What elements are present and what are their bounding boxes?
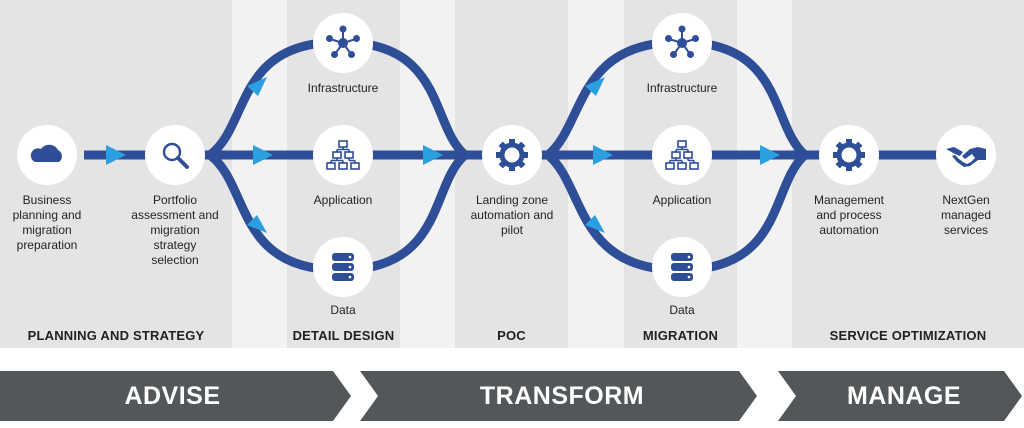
database-icon (332, 253, 354, 281)
chevron-manage (778, 371, 1022, 421)
phase-service-optimization: SERVICE OPTIMIZATION (829, 328, 987, 343)
arrow-loop-1 (247, 77, 267, 96)
phase-migration: MIGRATION (642, 328, 719, 343)
chevron-transform (360, 371, 757, 421)
arrow-main-4 (593, 145, 613, 165)
label-migration-data: Data (669, 303, 695, 317)
label-business-planning: Business planning and migration preparat… (12, 193, 82, 252)
chevron-advise (0, 371, 351, 421)
label-landing-zone: Landing zone automation and pilot (470, 193, 554, 237)
stage-advise-label: ADVISE (124, 381, 221, 410)
label-migration-infrastructure: Infrastructure (646, 81, 718, 95)
arrow-main-1 (106, 145, 126, 165)
stage-chevrons (0, 371, 1022, 421)
arrow-loop-4 (585, 215, 605, 233)
label-portfolio-assessment: Portfolio assessment and migration strat… (131, 193, 219, 267)
arrow-main-5 (760, 145, 780, 165)
phase-poc: POC (497, 328, 526, 343)
phase-planning-and-strategy: PLANNING AND STRATEGY (27, 328, 205, 343)
label-detail-infrastructure: Infrastructure (307, 81, 379, 95)
arrow-main-3 (423, 145, 443, 165)
label-migration-application: Application (652, 193, 712, 207)
arrow-loop-2 (247, 215, 267, 233)
label-nextgen-services: NextGen managed services (940, 193, 992, 237)
label-detail-data: Data (330, 303, 356, 317)
database-icon (671, 253, 693, 281)
stage-manage-label: MANAGE (846, 381, 962, 410)
label-detail-application: Application (313, 193, 373, 207)
phase-detail-design: DETAIL DESIGN (292, 328, 395, 343)
arrow-loop-3 (585, 77, 605, 96)
direction-arrows (106, 77, 780, 233)
label-management-automation: Management and process automation (813, 193, 885, 237)
arrow-main-2 (253, 145, 273, 165)
stage-transform-label: TRANSFORM (479, 381, 645, 410)
